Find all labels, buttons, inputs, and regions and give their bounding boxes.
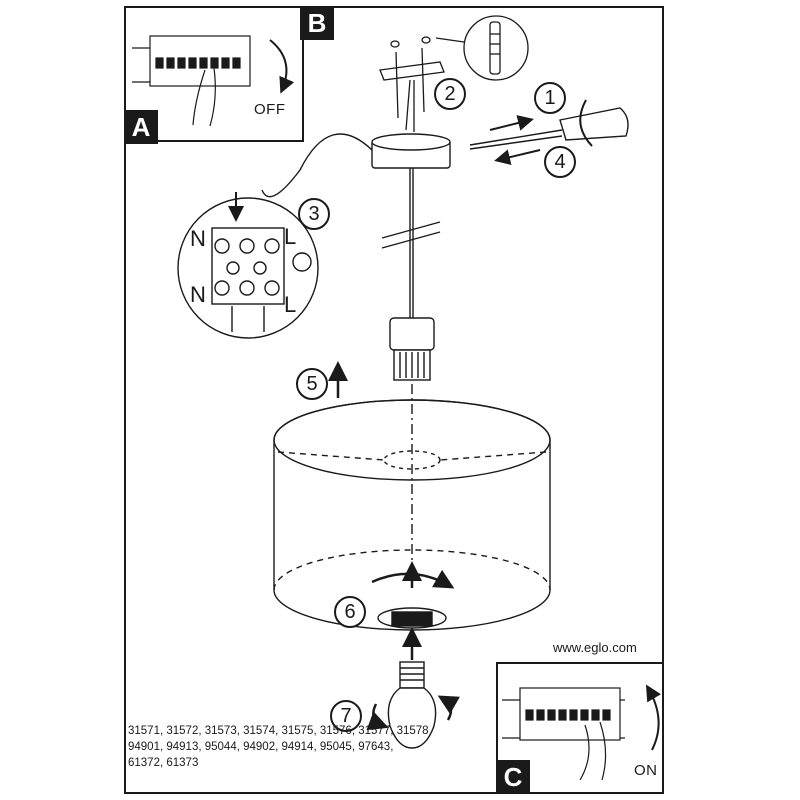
neutral-label-top: N [190,226,207,251]
dowel-detail [435,15,529,81]
line-label-top: L [284,224,297,249]
diagram-frame [124,6,664,794]
breaker-panel-on [502,684,662,781]
step-2-marker: 2 [434,78,466,110]
model-line-2: 94901, 94913, 95044, 94902, 94914, 95045… [128,741,394,753]
screwdriver [469,99,629,166]
step-4-marker: 4 [544,146,576,178]
drum-shade [273,384,551,631]
inset-b-letter: B [300,6,334,40]
model-line-1: 31571, 31572, 31573, 31574, 31575, 31576… [128,725,429,737]
step-1-marker: 1 [534,82,566,114]
terminal-block-detail [177,192,319,339]
website-url: www.eglo.com [553,640,637,655]
model-line-3: 61372, 61373 [128,757,199,769]
switch-on-label: ON [634,762,658,779]
switch-off-label: OFF [254,101,286,118]
line-label-bottom: L [284,292,297,317]
breaker-panel-off [132,35,295,127]
mounting-bracket [379,36,445,132]
neutral-label-bottom: N [190,282,207,307]
step-7-marker: 7 [330,700,362,732]
inset-c-letter: C [496,760,530,794]
step-6-marker: 6 [334,596,366,628]
model-numbers: 31571, 31572, 31573, 31574, 31575, 31576… [128,723,488,771]
ceiling-canopy [261,133,451,330]
ring-nut [371,561,455,660]
light-bulb [366,661,460,749]
inset-a-letter: A [124,110,158,144]
lamp-socket [328,317,435,398]
step-3-marker: 3 [298,198,330,230]
step-5-marker: 5 [296,368,328,400]
